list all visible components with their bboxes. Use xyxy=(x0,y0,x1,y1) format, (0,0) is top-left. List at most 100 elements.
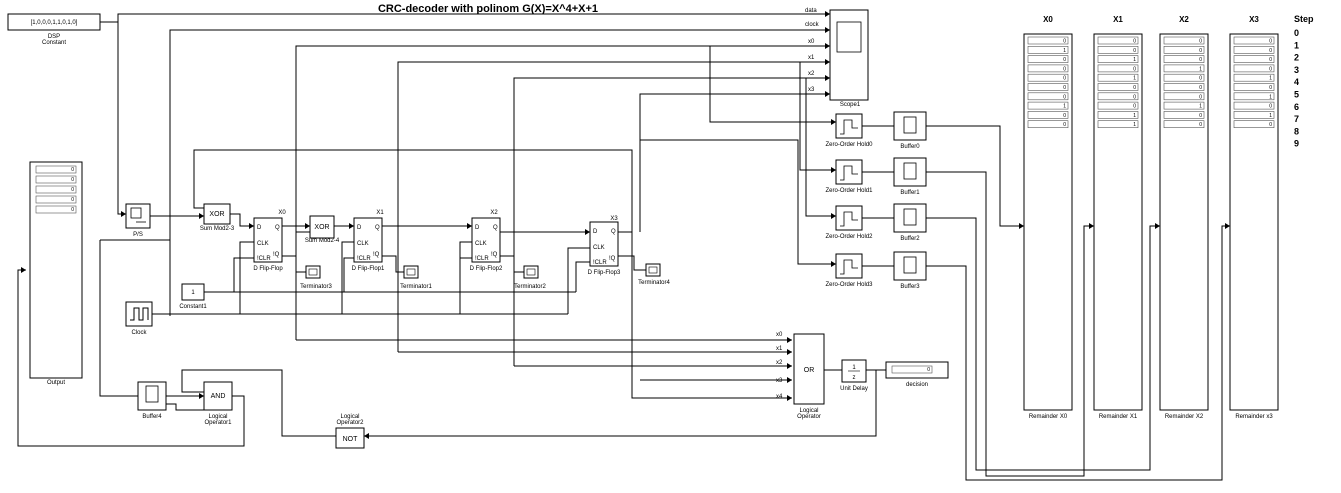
port-clk: CLK xyxy=(475,241,487,247)
zoh-0-label: Zero-Order Hold0 xyxy=(825,142,873,148)
port-d: D xyxy=(257,225,262,231)
or-gate-label-1: Logical xyxy=(799,408,818,414)
or-gate-block[interactable]: OR x0 x1 x2 x3 x4 Logical Operator xyxy=(776,332,825,420)
and-gate-label-2: Operator1 xyxy=(204,420,232,426)
remainder-label: Remainder X0 xyxy=(1029,414,1068,420)
remainder-cell: 1 xyxy=(1199,104,1202,110)
remainder-cell: 0 xyxy=(1133,66,1136,72)
remainder-cell: 0 xyxy=(1269,122,1272,128)
zero-order-hold-3[interactable]: Zero-Order Hold3 xyxy=(825,253,873,288)
flip-flop-0-label: D Flip-Flop xyxy=(253,266,283,272)
scope-port: x1 xyxy=(808,55,815,61)
buffer-3-label: Buffer3 xyxy=(900,284,920,290)
scope-label: Scope1 xyxy=(840,102,861,108)
remainder-cell: 0 xyxy=(1199,76,1202,82)
not-gate-label-1: Logical xyxy=(340,414,359,420)
terminator-1[interactable]: Terminator1 xyxy=(400,265,432,290)
zero-order-hold-1[interactable]: Zero-Order Hold1 xyxy=(825,159,873,194)
remainder-cell: 0 xyxy=(1269,39,1272,45)
buffer-icon xyxy=(145,385,159,403)
pulse-icon xyxy=(130,307,149,321)
port-clk: CLK xyxy=(257,241,269,247)
port-nq: !Q xyxy=(609,256,616,262)
d-flip-flop-3[interactable]: X3 D CLK !CLR Q !Q D Flip-Flop3 xyxy=(588,216,621,276)
dsp-constant-block[interactable]: [1,0,0,0,1,1,0,1,0] DSP Constant xyxy=(7,13,101,46)
scope-block[interactable]: data clock x0 x1 x2 x3 Scope1 xyxy=(805,8,869,108)
terminator-3[interactable]: Terminator3 xyxy=(300,265,332,290)
or-gate-text: OR xyxy=(804,367,815,374)
zoh-icon xyxy=(840,211,858,227)
d-flip-flop-0[interactable]: X0 D CLK !CLR Q !Q D Flip-Flop xyxy=(253,210,286,272)
sum-mod2-3-label: Sum Mod2-3 xyxy=(200,226,235,232)
zero-order-hold-0[interactable]: Zero-Order Hold0 xyxy=(825,113,873,148)
buffer-icon xyxy=(903,208,917,226)
step-number: 9 xyxy=(1294,139,1299,149)
terminator-icon xyxy=(308,268,318,276)
sum-mod2-4-label: Sum Mod2-4 xyxy=(305,238,340,244)
step-number: 1 xyxy=(1294,40,1299,50)
flip-flop-3-label: D Flip-Flop3 xyxy=(588,270,621,276)
port-nq: !Q xyxy=(373,252,380,258)
terminator-4[interactable]: Terminator4 xyxy=(638,263,670,286)
buffer-4[interactable]: Buffer4 xyxy=(137,381,167,420)
remainder-label: Remainder X2 xyxy=(1165,414,1204,420)
port-d: D xyxy=(357,225,362,231)
remainder-cell: 0 xyxy=(1063,57,1066,63)
remainder-cell: 0 xyxy=(1063,39,1066,45)
output-display-block[interactable]: 0 0 0 0 0 Output xyxy=(29,161,83,386)
d-flip-flop-1[interactable]: X1 D CLK !CLR Q !Q D Flip-Flop1 xyxy=(352,210,385,272)
clock-block[interactable]: Clock xyxy=(125,301,153,336)
remainder-cell: 0 xyxy=(1063,113,1066,119)
sum-mod2-3-block[interactable]: XOR Sum Mod2-3 xyxy=(200,203,235,232)
step-number: 2 xyxy=(1294,53,1299,63)
remainder-cell: 0 xyxy=(1133,39,1136,45)
scope-screen-icon xyxy=(836,21,862,53)
unit-delay-block[interactable]: 1 z Unit Delay xyxy=(840,359,868,392)
buffer-0[interactable]: Buffer0 xyxy=(893,111,927,150)
port-nq: !Q xyxy=(273,252,280,258)
remainder-cell: 0 xyxy=(1133,85,1136,91)
buffer-icon xyxy=(903,116,917,134)
remainder-cell: 0 xyxy=(1269,57,1272,63)
decision-label: decision xyxy=(906,382,928,388)
step-number: 8 xyxy=(1294,126,1299,136)
terminator-icon xyxy=(406,268,416,276)
ps-block[interactable]: P/S xyxy=(125,203,151,238)
step-number: 0 xyxy=(1294,28,1299,38)
dsp-constant-value: [1,0,0,0,1,1,0,1,0] xyxy=(31,20,78,26)
remainder-cell: 1 xyxy=(1133,76,1136,82)
d-flip-flop-2[interactable]: X2 D CLK !CLR Q !Q D Flip-Flop2 xyxy=(470,210,503,272)
step-number: 7 xyxy=(1294,114,1299,124)
buffer-3[interactable]: Buffer3 xyxy=(893,251,927,290)
constant1-block[interactable]: 1 Constant1 xyxy=(179,283,207,310)
remainder-cell: 0 xyxy=(1199,39,1202,45)
buffer-1[interactable]: Buffer1 xyxy=(893,157,927,196)
remainder-cell: 1 xyxy=(1133,122,1136,128)
arrowheads xyxy=(21,11,1230,439)
step-header: Step xyxy=(1294,14,1314,24)
buffer-2[interactable]: Buffer2 xyxy=(893,203,927,242)
or-gate-port: x2 xyxy=(776,360,783,366)
remainder-cell: 1 xyxy=(1269,113,1272,119)
remainder-cell: 0 xyxy=(1063,66,1066,72)
zoh-icon xyxy=(840,259,858,275)
terminator-2[interactable]: Terminator2 xyxy=(514,265,546,290)
scope-port: x3 xyxy=(808,87,815,93)
remainder-label: Remainder x3 xyxy=(1235,414,1273,420)
and-gate-label-1: Logical xyxy=(208,414,227,420)
and-gate-block[interactable]: AND Logical Operator1 xyxy=(203,381,233,426)
not-gate-block[interactable]: NOT Logical Operator2 xyxy=(335,414,365,449)
remainder-header: X2 xyxy=(1179,15,1189,24)
sum-mod2-4-block[interactable]: XOR Sum Mod2-4 xyxy=(305,215,340,244)
buffer-2-label: Buffer2 xyxy=(900,236,920,242)
decision-display-block[interactable]: 0 decision xyxy=(885,361,949,388)
zero-order-hold-2[interactable]: Zero-Order Hold2 xyxy=(825,205,873,240)
port-q: Q xyxy=(375,225,380,231)
flip-flop-3-top: X3 xyxy=(610,216,618,222)
